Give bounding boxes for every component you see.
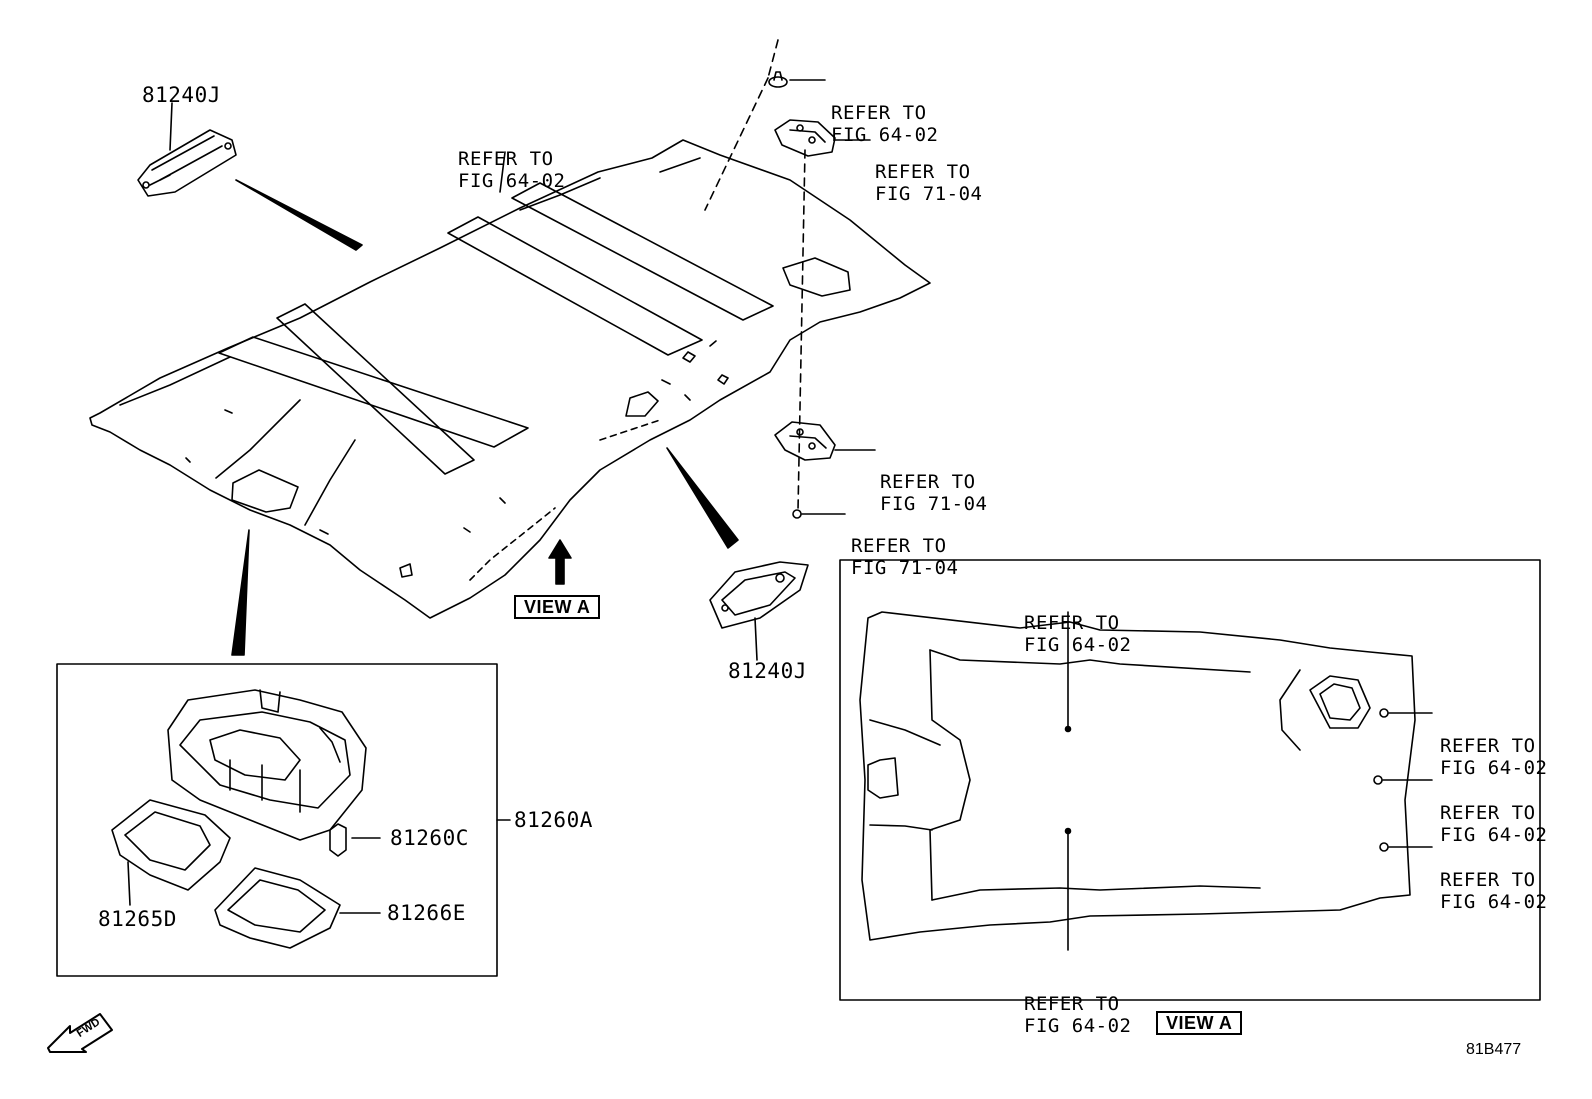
map-lamp-housing [167,689,367,841]
map-lamp-lens-right [214,867,341,949]
clip-top [768,71,788,88]
view-a-headliner [859,611,1416,941]
map-lamp-lens-left [111,799,231,891]
visor-light-bottom [709,561,809,629]
view-a-arrow [548,539,572,585]
part-number-visor-light-top: 81240J [142,83,221,107]
visor-light-top [137,129,237,197]
view-a-label-main: VIEW A [514,595,601,619]
pointer-wedge-visor [666,447,739,549]
view-a-label-inset: VIEW A [1156,1011,1243,1035]
part-number-map-lamp: 81260A [514,808,593,832]
fwd-arrow [47,1013,113,1053]
part-number-lens-right: 81266E [387,901,466,925]
part-number-lens-left: 81265D [98,907,177,931]
part-number-bulb: 81260C [390,826,469,850]
rear-lamp-mid [774,421,836,461]
illustration-code: 81B477 [1466,1041,1522,1058]
pointer-wedge-top [235,179,363,251]
headliner-panel [89,139,931,619]
view-a-inset [839,559,1541,1001]
map-lamp-bulb [329,823,347,857]
pointer-wedge-lamp [231,529,250,656]
rear-lamp-top [774,119,836,157]
part-number-visor-light-bottom: 81240J [728,659,807,683]
screw-bottom [792,509,802,519]
